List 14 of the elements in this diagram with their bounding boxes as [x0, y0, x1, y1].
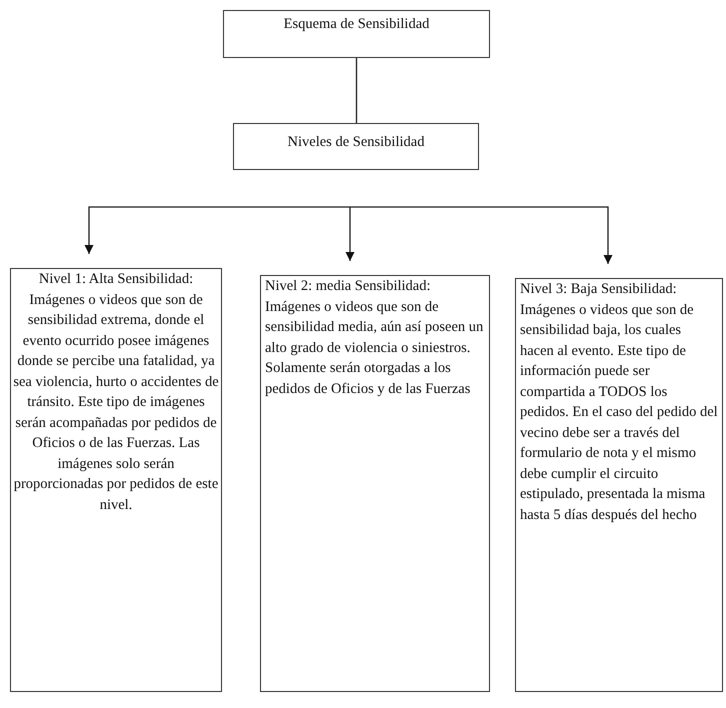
- heading-box: [233, 123, 479, 170]
- level-description: Nivel 3: Baja Sensibilidad: Imágenes o videos que son de sensibilidad baja, los cuales hacen al evento. Este tipo de información puede ser compartida a TODOS los pedidos. En el caso del pedido del vecino debe ser a través del formulario de nota y el mismo debe cumplir el circuito estipulado, presentada la misma hasta 5 días después del hecho: [520, 280, 718, 524]
- heading-text: Esquema de Sensibilidad: [282, 15, 430, 34]
- heading-box: [223, 10, 490, 58]
- connector-line: [356, 58, 358, 123]
- arrow: [84, 206, 350, 254]
- level-description: Nivel 1: Alta Sensibilidad: Imágenes o videos que son de sensibilidad extrema, donde el evento ocurrido posee imágenes donde se percibe una fatalidad, ya sea violencia, hurto o accidentes de tránsito. Este tipo de imágenes serán acompañadas por pedidos de Oficios o de las Fuerzas. Las imágenes solo serán proporcionadas por pedidos de este nivel.: [13, 270, 219, 514]
- level-box: [515, 278, 723, 692]
- arrow: [346, 207, 354, 261]
- level-box: [10, 268, 222, 692]
- level-box: [260, 275, 490, 692]
- heading-text: Niveles de Sensibilidad: [286, 133, 426, 152]
- arrow: [350, 206, 612, 264]
- level-description: Nivel 2: media Sensibilidad: Imágenes o videos que son de sensibilidad media, aún así poseen un alto grado de violencia o siniestros. Solamente serán otorgadas a los pedidos de Oficios y de las Fuerzas: [265, 277, 484, 398]
